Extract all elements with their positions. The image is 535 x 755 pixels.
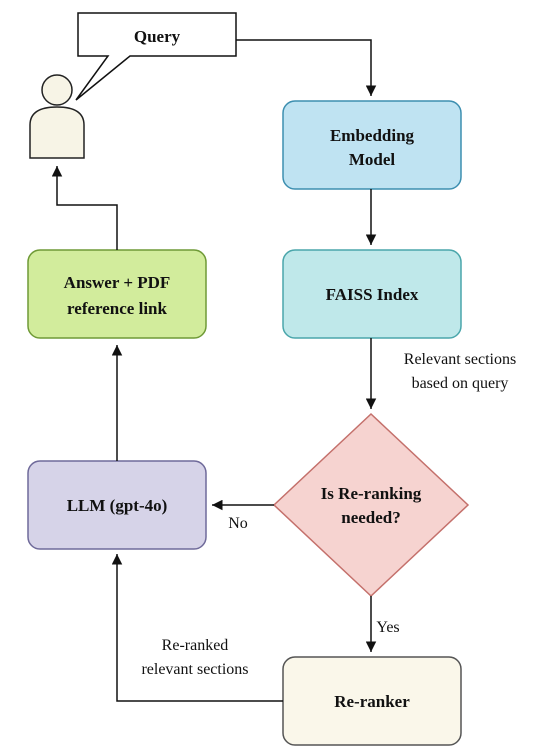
query-label: Query: [134, 27, 181, 46]
llm-node: LLM (gpt-4o): [27, 460, 207, 550]
decision-label-line1: Is Re-ranking: [321, 484, 422, 503]
answer-box: [27, 249, 207, 339]
user-icon: [29, 74, 85, 159]
faiss-index-box: [282, 249, 462, 339]
answer-label-line2: reference link: [67, 299, 167, 318]
reranker-node: Re-ranker: [282, 656, 462, 746]
answer-node: Answer + PDF reference link: [27, 249, 207, 339]
embedding-model-node: Embedding Model: [282, 100, 462, 190]
edge-relevant-line1: Relevant sections: [404, 351, 516, 368]
decision-diamond: [272, 412, 470, 598]
edge-relevant-line2: based on query: [412, 375, 509, 392]
embedding-label-line1: Embedding: [330, 126, 415, 145]
query-bubble: Query: [75, 12, 237, 101]
edge-query-to-embedding: [236, 39, 377, 96]
decision-node: Is Re-ranking needed?: [272, 412, 470, 598]
llm-label: LLM (gpt-4o): [67, 496, 168, 515]
faiss-index-node: FAISS Index: [282, 249, 462, 339]
edge-reranker-to-llm: [111, 554, 283, 702]
edge-reranked-line1: Re-ranked: [162, 637, 229, 654]
decision-label-line2: needed?: [341, 508, 401, 527]
edge-no-label: No: [228, 515, 248, 532]
edge-answer-to-user: [51, 166, 118, 250]
faiss-label: FAISS Index: [326, 285, 419, 304]
embedding-model-box: [282, 100, 462, 190]
answer-label-line1: Answer + PDF: [64, 273, 171, 292]
edge-yes-label: Yes: [376, 619, 399, 636]
embedding-label-line2: Model: [349, 150, 396, 169]
reranker-label: Re-ranker: [334, 692, 410, 711]
edge-reranked-line2: relevant sections: [141, 661, 248, 678]
